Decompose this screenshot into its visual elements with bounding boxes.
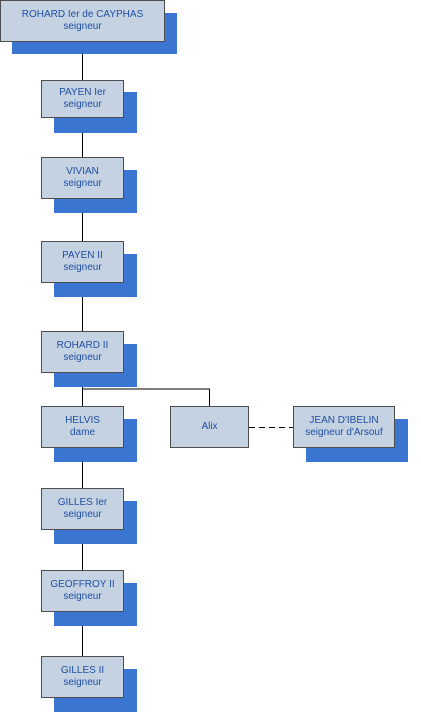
person-name: JEAN D'IBELIN [309,415,379,426]
person-name: VIVIAN [66,166,99,177]
person-title: seigneur [63,509,102,520]
person-helvis: HELVIS dame [41,406,124,448]
person-rohard-i: ROHARD Ier de CAYPHAS seigneur [0,0,165,42]
line-rohard-ii-alix [82,388,210,406]
person-name: ROHARD II [56,340,109,351]
person-name: GEOFFROY II [50,579,115,590]
person-title: seigneur [63,677,102,688]
person-gilles-ii: GILLES II seigneur [41,656,124,698]
person-title: dame [69,427,95,438]
person-name: GILLES Ier [57,497,108,508]
person-name: HELVIS [65,415,100,426]
person-name: ROHARD Ier de CAYPHAS [21,9,144,20]
person-name: GILLES II [60,665,105,676]
person-name: PAYEN Ier [59,87,106,98]
person-rohard-ii: ROHARD II seigneur [41,331,124,373]
person-title: seigneur d'Arsouf [305,427,383,438]
person-title: seigneur [63,262,102,273]
person-alix: Alix [170,406,249,448]
person-name: Alix [201,421,218,432]
person-title: seigneur [63,352,102,363]
person-payen-ii: PAYEN II seigneur [41,241,124,283]
person-name: PAYEN II [62,250,103,261]
person-geoffroy-ii: GEOFFROY II seigneur [41,570,124,612]
person-title: seigneur [63,99,102,110]
person-title: seigneur [63,591,102,602]
person-payen-i: PAYEN Ier seigneur [41,80,124,118]
person-vivian: VIVIAN seigneur [41,157,124,199]
person-jean-ibelin: JEAN D'IBELIN seigneur d'Arsouf [293,406,395,448]
person-title: seigneur [63,21,102,32]
person-title: seigneur [63,178,102,189]
person-gilles-i: GILLES Ier seigneur [41,488,124,530]
